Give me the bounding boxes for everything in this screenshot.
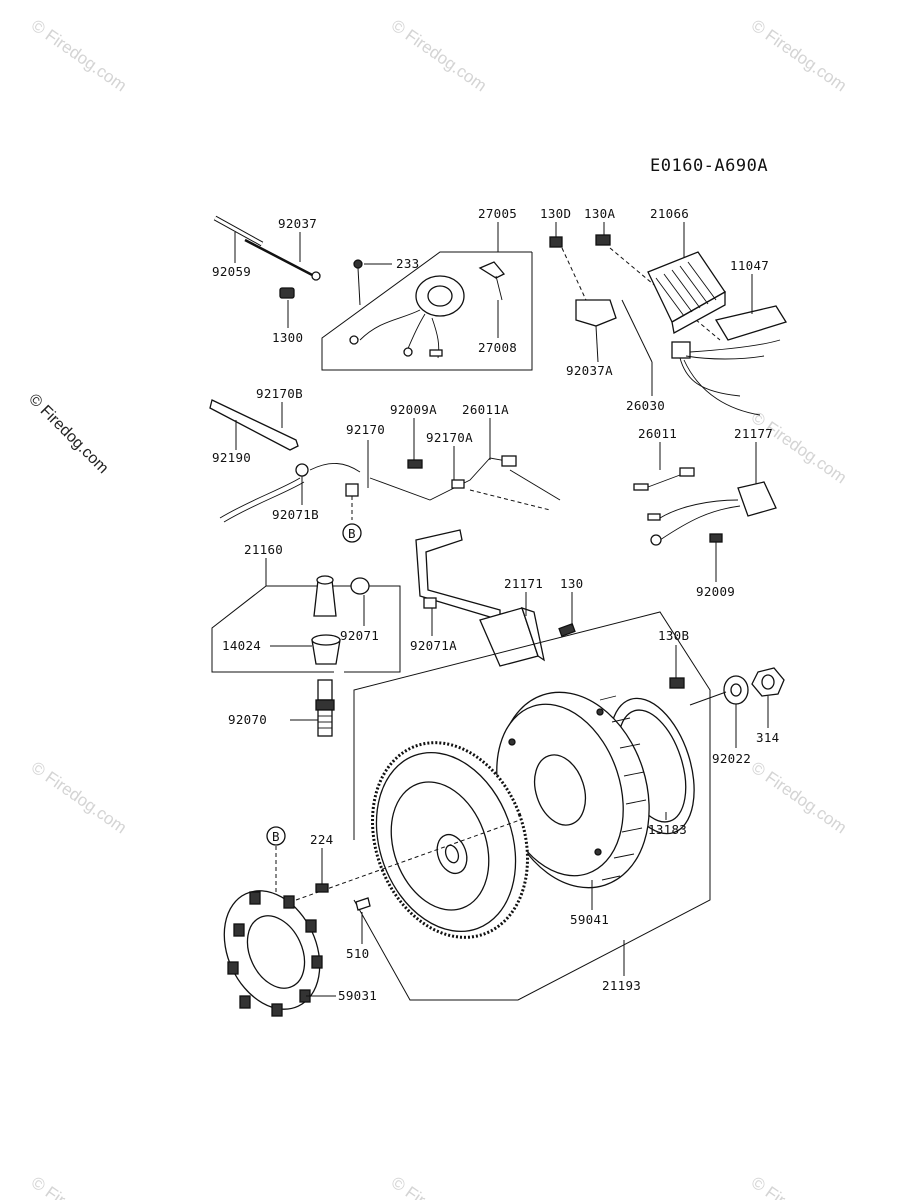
- grommet-92071: [350, 577, 370, 595]
- diagram-code: E0160-A690A: [650, 156, 768, 176]
- label-224: 224: [310, 832, 333, 847]
- flywheel: [295, 741, 529, 939]
- label-92190: 92190: [212, 450, 251, 465]
- label-21160: 21160: [244, 542, 283, 557]
- label-27005: 27005: [478, 206, 517, 221]
- grommet-92071B: [295, 463, 309, 477]
- plug-cap: [313, 579, 337, 617]
- ignition-group: [211, 529, 576, 737]
- bolt-130: [558, 623, 576, 637]
- cable-92037: [244, 238, 319, 280]
- label-92070: 92070: [228, 712, 267, 727]
- watermark-mid-right: © Firedog.com: [748, 408, 850, 488]
- band-92190: [209, 399, 299, 451]
- unit-21177: [737, 481, 777, 517]
- connector-group: [633, 442, 777, 582]
- watermark-top-left: © Firedog.com: [28, 16, 130, 96]
- label-130B: 130B: [658, 628, 689, 643]
- label-92071B: 92071B: [272, 507, 319, 522]
- bracket-21193: [353, 611, 711, 1001]
- watermark-low-right: © Firedog.com: [748, 758, 850, 838]
- screw-224: [315, 883, 329, 893]
- screw-92009A: [407, 459, 423, 469]
- label-92170: 92170: [346, 422, 385, 437]
- connector-26011A: [501, 455, 517, 467]
- label-130: 130: [560, 576, 583, 591]
- label-130A: 130A: [584, 206, 615, 221]
- label-26011A: 26011A: [462, 402, 509, 417]
- callout-B-bottom-text: B: [272, 829, 280, 844]
- callout-B-top-text: B: [348, 526, 356, 541]
- bracket-21160: [211, 558, 334, 673]
- key-27008: [478, 261, 506, 279]
- label-59041: 59041: [570, 912, 609, 927]
- watermark-bottom-left: © Firedog.com: [28, 1173, 130, 1200]
- connector-26011: [633, 483, 649, 491]
- label-59031: 59031: [338, 988, 377, 1003]
- screw-92009: [709, 533, 723, 543]
- flywheel-group: B: [223, 611, 785, 1017]
- label-27008: 27008: [478, 340, 517, 355]
- label-26011: 26011: [638, 426, 677, 441]
- watermark-bottom-right: © Firedog.com: [748, 1173, 850, 1200]
- fan-59041: [496, 691, 650, 889]
- label-92037A: 92037A: [566, 363, 613, 378]
- bolt-1300: [279, 287, 295, 299]
- label-314: 314: [756, 730, 779, 745]
- label-92170A: 92170A: [426, 430, 473, 445]
- spark-plug-92070: [317, 679, 333, 701]
- label-92022: 92022: [712, 751, 751, 766]
- label-92071: 92071: [340, 628, 379, 643]
- regulator-group: [549, 222, 787, 416]
- harness-26030: [671, 341, 691, 359]
- bolt-130A: [595, 234, 611, 246]
- bracket-box-27005: [321, 251, 533, 371]
- watermark-layer: © Firedog.com © Firedog.com © Firedog.co…: [25, 16, 850, 1200]
- label-92170B: 92170B: [256, 386, 303, 401]
- label-510: 510: [346, 946, 369, 961]
- label-11047: 11047: [730, 258, 769, 273]
- watermark-top-right: © Firedog.com: [748, 16, 850, 96]
- stator-59031: [223, 890, 323, 1017]
- coil-lead: [415, 529, 501, 621]
- bracket-92037A: [575, 299, 617, 327]
- label-21193: 21193: [602, 978, 641, 993]
- plate-11047: [714, 305, 787, 341]
- label-21171: 21171: [504, 576, 543, 591]
- key-510: [355, 897, 371, 911]
- label-21177: 21177: [734, 426, 773, 441]
- screw-233: [353, 259, 363, 269]
- cable-group: B: [209, 399, 561, 543]
- label-92059: 92059: [212, 264, 251, 279]
- watermark-low-left: © Firedog.com: [28, 758, 130, 838]
- part-labels: 92059 92037 1300 27005 233 27008 130D 13…: [212, 206, 779, 1003]
- label-92071A: 92071A: [410, 638, 457, 653]
- callout-B-top: [342, 523, 362, 543]
- bolt-130D: [549, 236, 563, 248]
- label-92037: 92037: [278, 216, 317, 231]
- watermark-top-center: © Firedog.com: [388, 16, 490, 96]
- label-26030: 26030: [626, 398, 665, 413]
- watermark-bottom-center: © Firedog.com: [388, 1173, 490, 1200]
- side-watermark: © Firedog.com: [25, 391, 111, 477]
- label-130D: 130D: [540, 206, 571, 221]
- label-233: 233: [396, 256, 419, 271]
- switch-group: [213, 215, 533, 371]
- label-92009: 92009: [696, 584, 735, 599]
- clamp-92170: [345, 483, 359, 497]
- label-21066: 21066: [650, 206, 689, 221]
- label-92009A: 92009A: [390, 402, 437, 417]
- label-13183: 13183: [648, 822, 687, 837]
- callout-B-bottom: [266, 826, 286, 846]
- bolt-130B: [669, 677, 685, 689]
- label-14024: 14024: [222, 638, 261, 653]
- label-1300: 1300: [272, 330, 303, 345]
